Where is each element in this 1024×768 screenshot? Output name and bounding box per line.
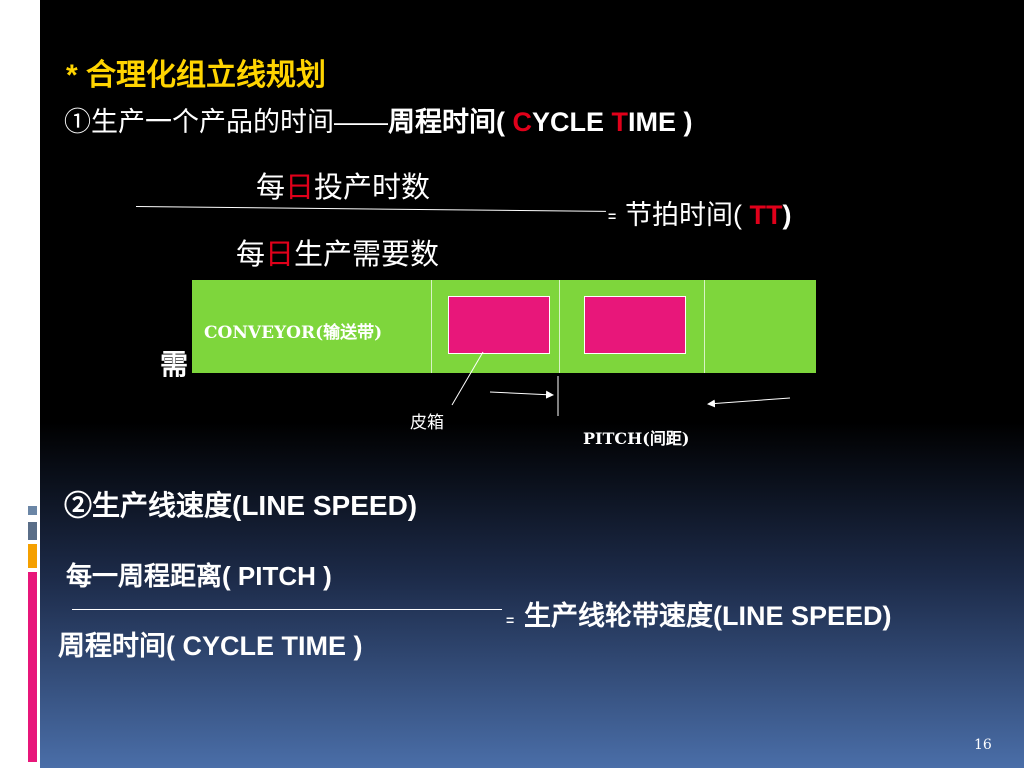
den2-bold: 周程: [58, 631, 112, 661]
conveyor-divider: [704, 280, 705, 373]
formula1-denominator: 每日生产需要数: [236, 231, 439, 273]
box-item: [448, 296, 550, 354]
line1-bold: 周程: [388, 107, 442, 137]
obscured-text: 需: [160, 349, 189, 380]
line1-ycle: YCLE: [532, 107, 612, 137]
box-item: [584, 296, 686, 354]
den-a: 每: [236, 237, 266, 271]
formula2-eq: =: [506, 612, 515, 628]
line1-rest: 时间(: [442, 107, 513, 137]
formula1-result: 节拍时间( TT): [625, 193, 792, 232]
pitch-label: PITCH(间距): [583, 429, 690, 448]
line1-t-red: T: [611, 107, 629, 137]
result-a: 节拍时间(: [625, 200, 750, 230]
formula1-eq: =: [608, 208, 617, 224]
conveyor-belt: CONVEYOR(输送带): [192, 280, 816, 373]
line1-prefix: ①生产一个产品的时间——: [64, 107, 388, 137]
formula1-numerator: 每日投产时数: [256, 164, 430, 206]
formula2-fraction-line: [72, 609, 502, 610]
conveyor-divider: [431, 280, 432, 373]
num-b: 投产时数: [314, 170, 431, 204]
num-a: 每: [256, 170, 286, 204]
slide-title: * 合理化组立线规划: [66, 50, 326, 94]
result-b: ): [782, 200, 792, 230]
title-star: *: [66, 59, 87, 92]
box-label: 皮箱: [410, 413, 444, 433]
line1-ime: IME ): [628, 107, 693, 137]
line-speed-heading: ②生产线速度(LINE SPEED): [64, 490, 418, 521]
cycle-time-line: ①生产一个产品的时间——周程时间( CYCLE TIME ): [64, 100, 693, 139]
line1-c-red: C: [512, 107, 533, 137]
conveyor-divider: [559, 280, 560, 373]
den-red: 日: [265, 237, 295, 271]
formula2-denominator: 周程时间( CYCLE TIME ): [58, 624, 363, 663]
num-red: 日: [285, 170, 315, 204]
result-red: TT: [749, 200, 783, 230]
den2-rest: 时间( CYCLE TIME ): [112, 631, 363, 661]
conveyor-label: CONVEYOR(输送带): [204, 323, 383, 343]
den-b: 生产需要数: [294, 237, 440, 271]
page-number: 16: [974, 737, 992, 753]
formula2-numerator: 每一周程距离( PITCH ): [66, 561, 332, 591]
formula2-result: 生产线轮带速度(LINE SPEED): [524, 601, 892, 631]
title-text: 合理化组立线规划: [86, 59, 327, 92]
